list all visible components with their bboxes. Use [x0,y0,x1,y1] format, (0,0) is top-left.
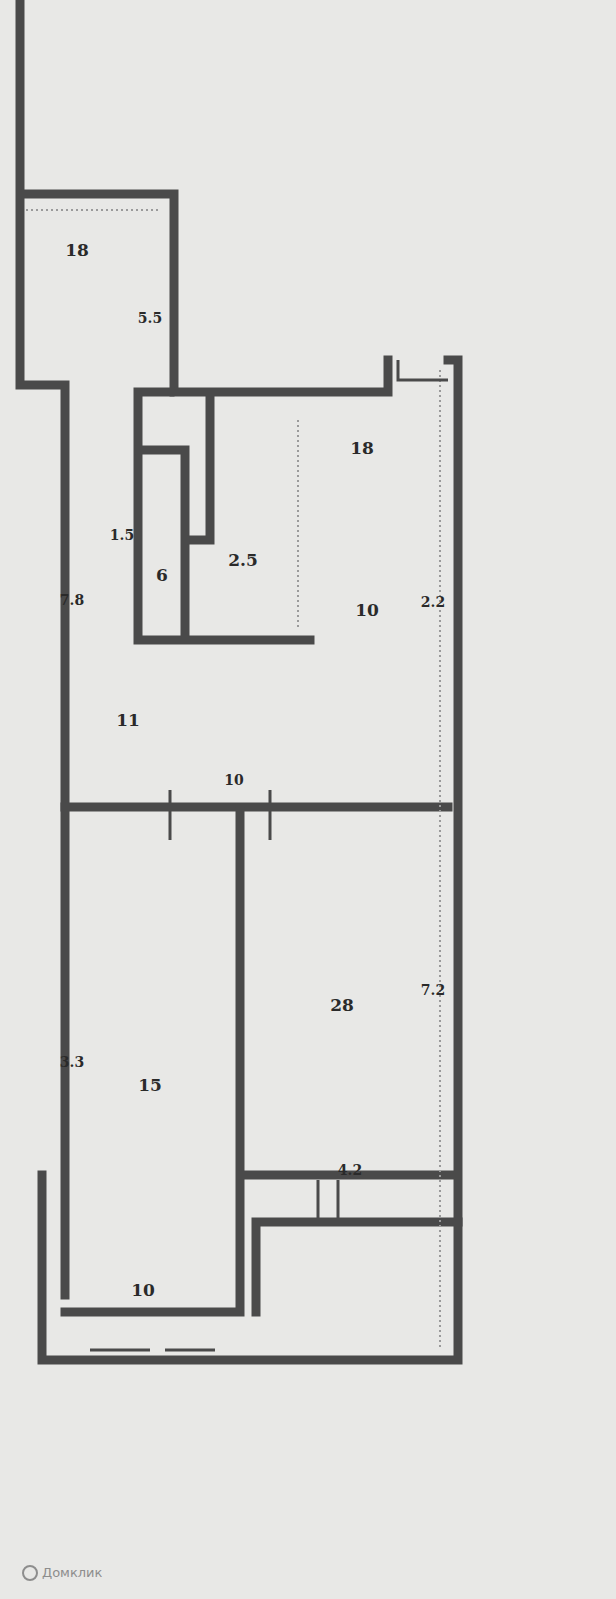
room-dimension: 4.2 [338,1163,362,1177]
room-dimension: 2.2 [421,595,445,609]
room-dimension: 6 [156,567,168,584]
room-dimension: 15 [138,1077,162,1094]
room-dimension: 18 [350,440,374,457]
watermark: Домклик [42,1565,102,1580]
room-dimension: 28 [330,997,354,1014]
room-dimension: 10 [355,602,379,619]
room-dimension: 7.8 [60,593,84,607]
room-dimension: 10 [131,1282,155,1299]
room-dimension: 11 [116,712,140,729]
room-dimension: 1.5 [110,528,134,542]
room-dimension: 3.3 [60,1055,84,1069]
room-dimension: 18 [65,242,89,259]
room-dimension: 10 [224,773,243,787]
room-dimension: 2.5 [228,552,258,569]
room-dimension: 7.2 [421,983,445,997]
watermark-icon [23,1566,37,1580]
room-dimension: 5.5 [138,311,162,325]
